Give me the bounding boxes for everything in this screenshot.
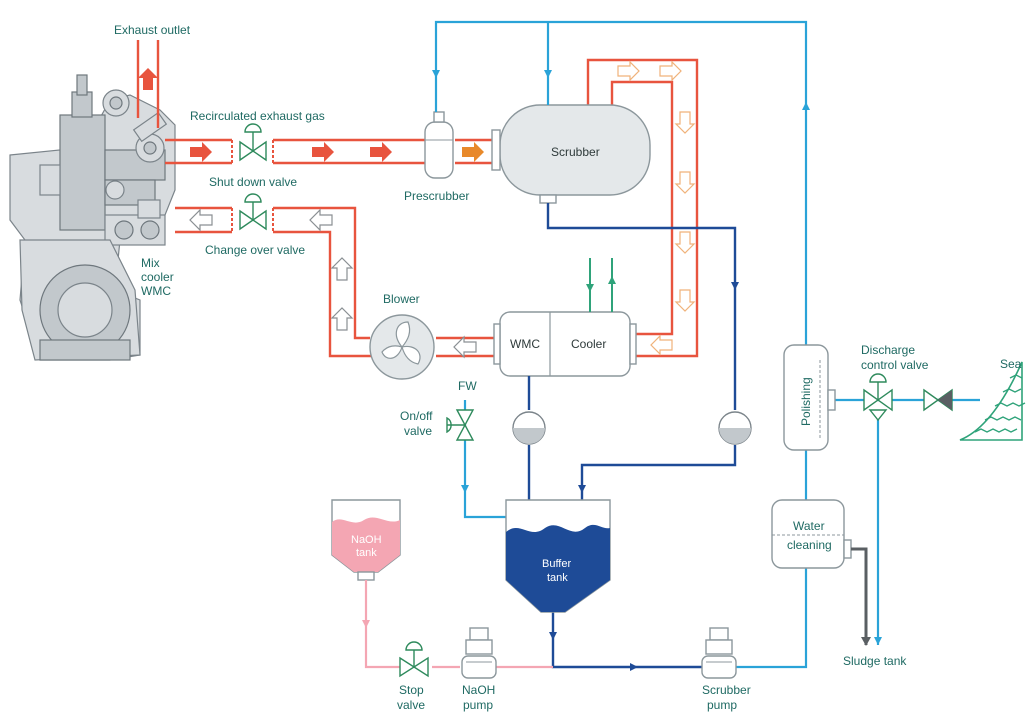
wmc-label: WMC [510, 337, 540, 351]
level-indicator-left [512, 411, 546, 445]
arrow-icon [138, 68, 158, 90]
discharge-control-valve-label-line1: Discharge [861, 343, 915, 357]
check-valve[interactable] [923, 388, 953, 412]
flow-arrows [138, 60, 696, 359]
prescrubber [424, 111, 454, 179]
arrow-icon [674, 171, 696, 194]
scrubber [491, 104, 651, 204]
recirculated-exhaust-pipe [136, 40, 699, 358]
water-cleaning-unit [771, 499, 852, 569]
sea-wave-icon [959, 361, 1026, 441]
scrubber-pump-label-line1: Scrubber [702, 683, 751, 697]
arrow-icon [453, 335, 477, 359]
naoh-pump-label-line2: pump [463, 698, 493, 712]
naoh-line [362, 580, 553, 669]
arrow-icon [674, 111, 696, 134]
stop-valve-label-line2: valve [397, 698, 425, 712]
blower-label: Blower [383, 292, 420, 306]
stop-valve[interactable] [399, 641, 429, 678]
water-cleaning-label-line1: Water [793, 519, 825, 533]
exhaust-outlet-label: Exhaust outlet [114, 23, 191, 37]
engine-icon [9, 74, 176, 361]
scrubber-pump[interactable] [701, 627, 737, 679]
naoh-tank-label-line1: NaOH [351, 534, 382, 546]
recirculated-exhaust-gas-label: Recirculated exhaust gas [190, 109, 325, 123]
arrow-icon [674, 289, 696, 312]
shut-down-valve[interactable] [231, 123, 274, 163]
discharge-control-valve[interactable] [863, 373, 893, 422]
sludge-line [851, 547, 871, 646]
prescrubber-label: Prescrubber [404, 189, 469, 203]
naoh-tank-label-line2: tank [356, 547, 377, 559]
arrow-icon [330, 257, 354, 281]
naoh-pump-label-line1: NaOH [462, 683, 495, 697]
arrow-icon [189, 208, 213, 232]
shut-down-valve-label: Shut down valve [209, 175, 297, 189]
on-off-valve-label-line1: On/off [400, 409, 433, 423]
arrow-icon [309, 208, 333, 232]
arrow-icon [659, 60, 682, 82]
blower-fan-icon [381, 321, 421, 365]
wmc-cooler-unit [493, 311, 637, 377]
arrow-icon [617, 60, 640, 82]
sludge-tank-label: Sludge tank [843, 654, 907, 668]
mix-cooler-label-line3: WMC [141, 284, 171, 298]
discharge-control-valve-label-line2: control valve [861, 358, 929, 372]
level-indicator-right [718, 411, 752, 445]
arrow-icon [370, 142, 392, 162]
stop-valve-label-line1: Stop [399, 683, 424, 697]
mix-cooler-label-line2: cooler [141, 270, 174, 284]
pump-icon [461, 627, 497, 679]
buffer-tank-label-line2: tank [547, 572, 568, 584]
arrow-icon [462, 142, 484, 162]
on-off-valve[interactable] [446, 409, 475, 441]
buffer-tank [505, 499, 611, 613]
arrow-icon [650, 334, 673, 356]
cooling-water-lines [586, 258, 616, 312]
naoh-tank [331, 499, 401, 581]
polishing-label: Polishing [799, 377, 813, 426]
on-off-valve-label-line2: valve [404, 424, 432, 438]
sea-label: Sea [1000, 357, 1022, 371]
arrow-icon [312, 142, 334, 162]
change-over-valve[interactable] [231, 193, 274, 232]
naoh-pump[interactable] [461, 627, 497, 679]
mix-cooler-label-line1: Mix [141, 256, 160, 270]
blower [369, 314, 435, 380]
scrubber-label: Scrubber [551, 145, 600, 159]
pump-icon [701, 627, 737, 679]
scrubber-pump-label-line2: pump [707, 698, 737, 712]
buffer-tank-label-line1: Buffer [542, 558, 571, 570]
fw-label: FW [458, 379, 477, 393]
water-cleaning-label-line2: cleaning [787, 538, 832, 552]
arrow-icon [674, 231, 696, 254]
change-over-valve-label: Change over valve [205, 243, 305, 257]
cooler-label: Cooler [571, 337, 606, 351]
arrow-icon [330, 307, 354, 331]
arrow-icon [190, 142, 212, 162]
polishing-unit [783, 344, 836, 451]
